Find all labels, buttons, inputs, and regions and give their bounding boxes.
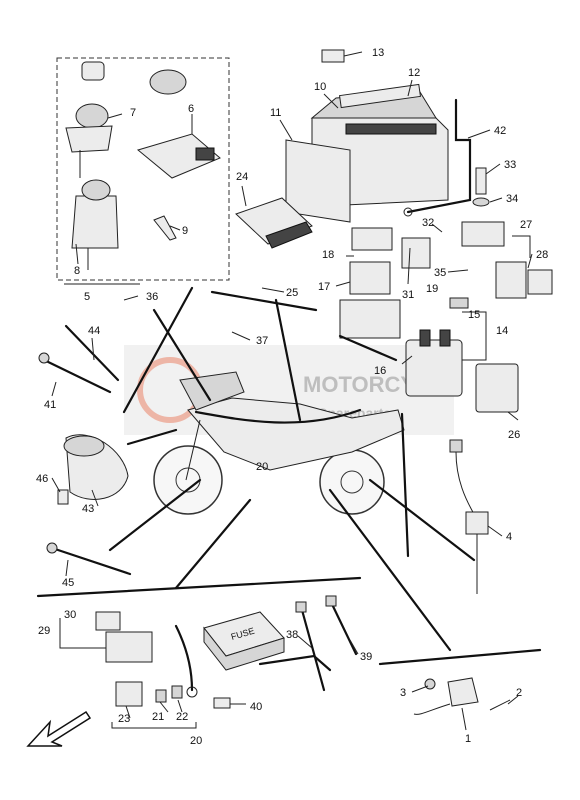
callout-labels: 1 2 3 4 5 6 7 8 9 10 11 12 13 14 15 16 1…: [36, 47, 548, 747]
callout-34: 34: [506, 193, 518, 205]
callout-9: 9: [182, 225, 188, 237]
rectifier-part: [461, 221, 553, 299]
key-part: [153, 215, 177, 241]
callout-45: 45: [62, 577, 74, 589]
turn-relay-part: [475, 363, 519, 413]
callout-2: 2: [516, 687, 522, 699]
callout-3: 3: [400, 687, 406, 699]
callout-19: 19: [426, 283, 438, 295]
callout-44: 44: [88, 325, 100, 337]
callout-20-top: 20: [256, 461, 268, 473]
callout-33: 33: [504, 159, 516, 171]
callout-41: 41: [44, 399, 56, 411]
callout-12: 12: [408, 67, 420, 79]
callout-28: 28: [536, 249, 548, 261]
wiring-lead-42: [403, 98, 472, 217]
group-bracket-20-bottom: [111, 722, 197, 729]
battery-cover-part: [285, 139, 351, 223]
callout-11: 11: [270, 107, 281, 119]
callout-23: 23: [118, 713, 130, 725]
callout-18: 18: [322, 249, 334, 261]
callout-14: 14: [496, 325, 508, 337]
relay-assembly: [339, 227, 431, 339]
callout-38: 38: [286, 629, 298, 641]
wire-40: [174, 624, 231, 709]
ignition-group-box: [56, 57, 230, 281]
callout-10: 10: [314, 81, 326, 93]
main-switch-part: [65, 61, 119, 249]
callout-15: 15: [468, 309, 480, 321]
leader-lines: [36, 286, 542, 666]
callout-30: 30: [64, 609, 76, 621]
relay-29-group: [95, 611, 153, 663]
front-arrow-icon: [26, 710, 92, 747]
neutral-switch-part: [449, 439, 489, 594]
callout-4: 4: [506, 531, 512, 543]
callout-46: 46: [36, 473, 48, 485]
callout-40: 40: [250, 701, 262, 713]
callout-6: 6: [188, 103, 194, 115]
group-bracket-29: [59, 618, 106, 649]
callout-7: 7: [130, 107, 136, 119]
callout-leaders: [51, 51, 533, 731]
callout-1: 1: [465, 733, 471, 745]
callout-24: 24: [236, 171, 248, 183]
callout-32: 32: [422, 217, 434, 229]
callout-26: 26: [508, 429, 520, 441]
tag-part: [321, 49, 345, 63]
fuse-part: [449, 297, 469, 309]
callout-36: 36: [146, 291, 158, 303]
callout-27: 27: [520, 219, 532, 231]
fuses-21-22-23: [115, 681, 183, 707]
bolt-33: [472, 167, 490, 207]
callout-16: 16: [374, 365, 386, 377]
callout-29: 29: [38, 625, 50, 637]
fuse-box-part: FUSE: [203, 611, 332, 672]
callout-8: 8: [74, 265, 80, 277]
callout-25: 25: [286, 287, 298, 299]
callout-21: 21: [152, 711, 164, 723]
callout-42: 42: [494, 125, 506, 137]
cover-43: [63, 434, 129, 500]
callout-17: 17: [318, 281, 330, 293]
callout-35: 35: [434, 267, 446, 279]
ecu-part: [235, 197, 313, 249]
cable-ties: [38, 324, 132, 576]
group-bracket-14: [462, 311, 487, 361]
callout-13: 13: [372, 47, 384, 59]
immobilizer-unit-part: [136, 69, 221, 179]
group-bracket-27: [512, 235, 531, 258]
ties-38-39: [295, 595, 358, 692]
starter-relay-part: [405, 329, 463, 397]
motorcycle-silhouette: [153, 371, 405, 515]
callout-31: 31: [402, 289, 414, 301]
callout-5: 5: [84, 291, 90, 303]
callout-22: 22: [176, 711, 188, 723]
callout-43: 43: [82, 503, 94, 515]
callout-20-bottom: 20: [190, 735, 202, 747]
callout-37: 37: [256, 335, 268, 347]
bolt-46: [57, 489, 69, 505]
battery-band-part: [338, 83, 422, 109]
callout-39: 39: [360, 651, 372, 663]
